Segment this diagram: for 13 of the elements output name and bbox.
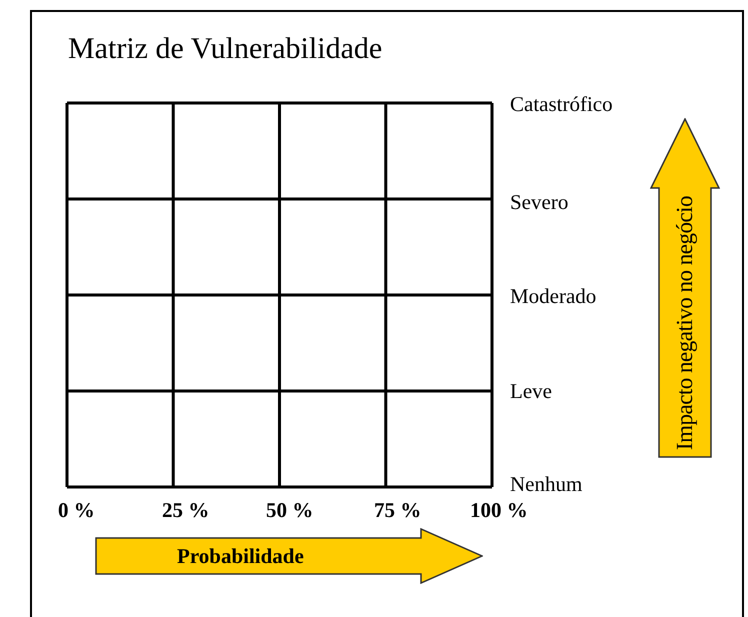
axis-title: Impacto negativo no negócio: [672, 196, 698, 450]
probability-tick-label: 100 %: [470, 498, 528, 522]
axis-title: Probabilidade: [177, 544, 304, 568]
impact-level-label: Moderado: [510, 284, 596, 308]
impact-level-label: Catastrófico: [510, 92, 613, 116]
probability-tick-label: 0 %: [58, 498, 95, 522]
impact-level-label: Severo: [510, 190, 568, 214]
impact-level-label: Nenhum: [510, 472, 582, 496]
probability-tick-label: 25 %: [162, 498, 210, 522]
probability-tick-label: 50 %: [266, 498, 314, 522]
impact-level-label: Leve: [510, 379, 552, 403]
title: Matriz de Vulnerabilidade: [68, 32, 382, 66]
probability-tick-label: 75 %: [374, 498, 422, 522]
